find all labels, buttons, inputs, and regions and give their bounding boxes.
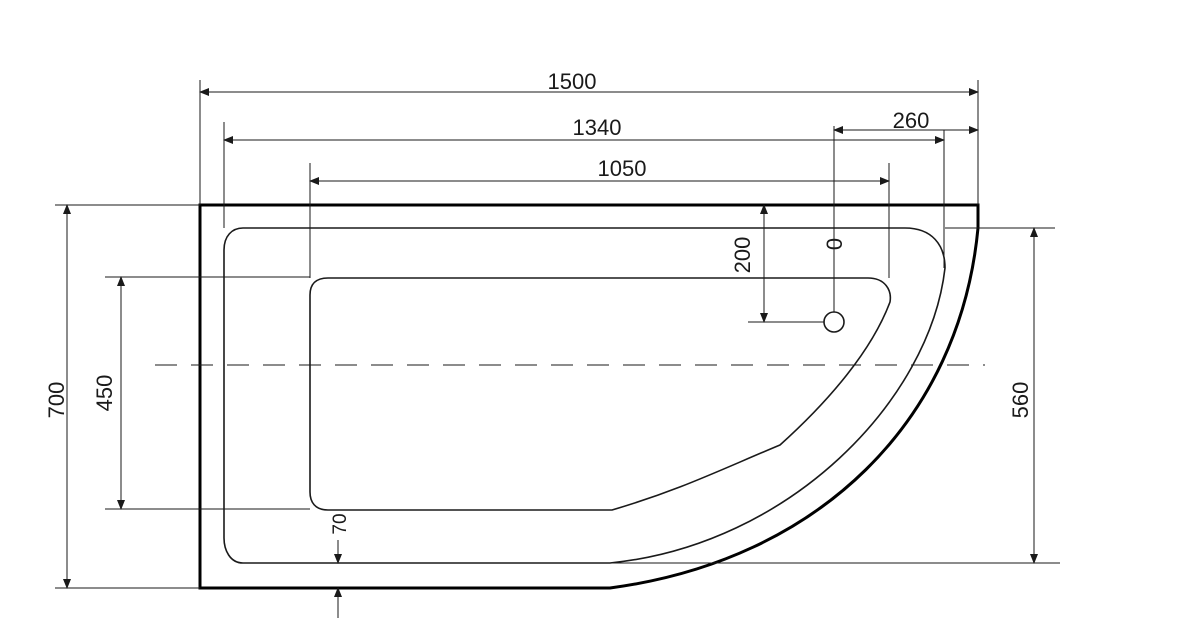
- label-rim-inner-length: 1340: [573, 115, 622, 140]
- label-overall-width: 700: [44, 382, 69, 419]
- dimension-labels: 1500 1340 1050 260 200 0 700 450 560 70: [44, 69, 1033, 535]
- label-drain-offset: 260: [893, 108, 930, 133]
- drain-circle: [823, 311, 845, 333]
- bathtub-outline: [155, 203, 985, 590]
- label-drain: 0: [822, 238, 847, 250]
- label-rim-inner-width: 560: [1008, 382, 1033, 419]
- label-drain-from-top: 200: [730, 237, 755, 274]
- label-overall-length: 1500: [548, 69, 597, 94]
- extension-lines: [55, 80, 1060, 589]
- dimension-lines: [63, 88, 1038, 618]
- basin-floor: [309, 277, 892, 511]
- label-bottom-offset: 70: [330, 513, 351, 534]
- label-basin-width: 450: [92, 375, 117, 412]
- outer-shell: [198, 203, 980, 590]
- label-basin-length: 1050: [598, 156, 647, 181]
